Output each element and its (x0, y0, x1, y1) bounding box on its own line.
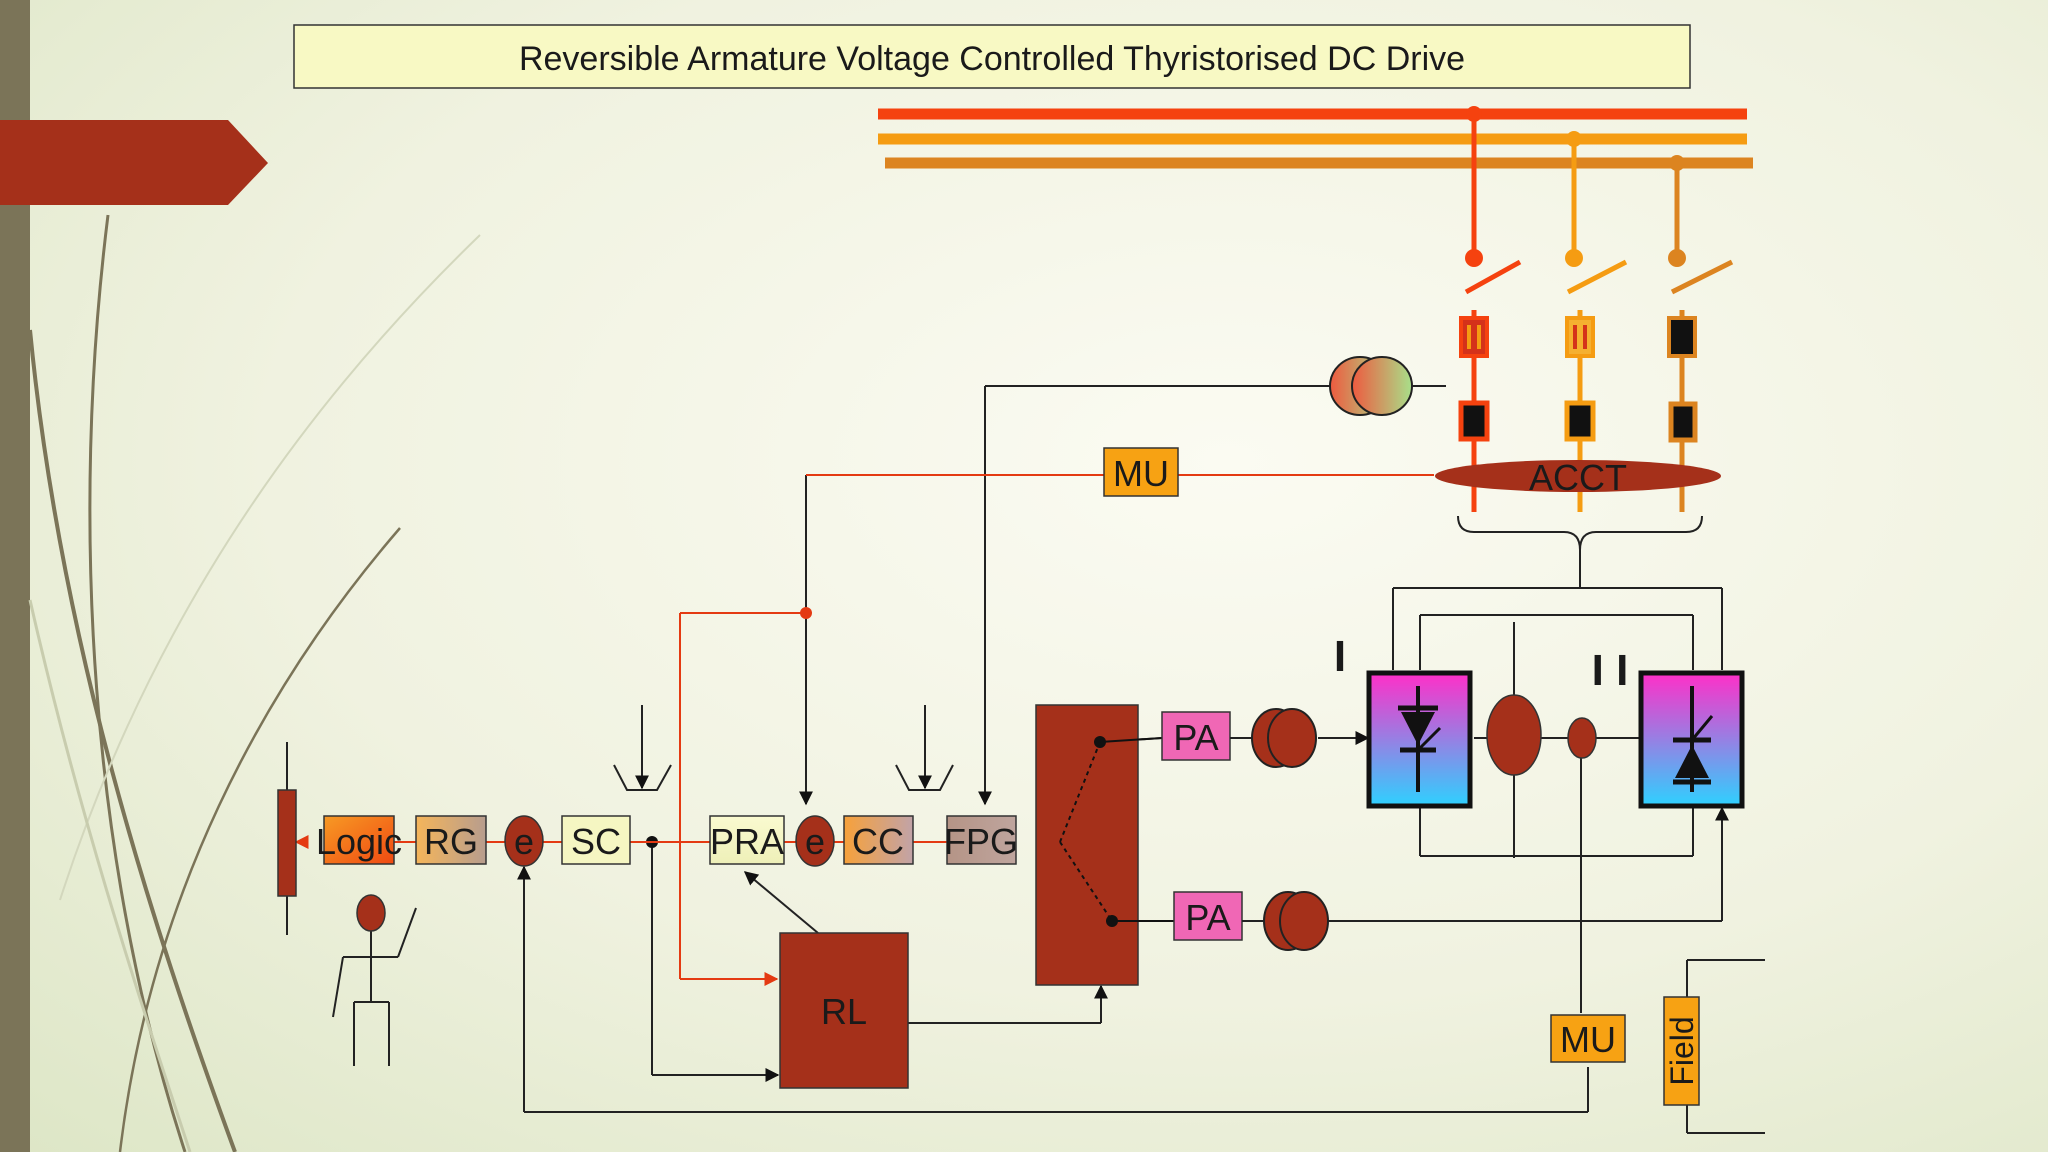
control-wiring (286, 385, 1765, 1134)
acct-brace (1457, 515, 1703, 551)
fpg-label: FPG (944, 821, 1018, 862)
pa-bottom-block (1173, 891, 1243, 941)
pra-block (709, 815, 785, 865)
cc-label: CC (852, 821, 904, 862)
three-phase-supply (878, 106, 1753, 512)
summing-junction-2 (795, 815, 835, 867)
mu-top-block (1103, 447, 1179, 497)
operator-head (356, 894, 386, 932)
acct-label: ACCT (1529, 457, 1627, 498)
cc-block (843, 815, 914, 865)
pulse-transformer-top (1251, 708, 1317, 768)
signal-path (294, 474, 1434, 986)
acct-ellipse (1435, 460, 1721, 492)
bridge-2-label: I I (1592, 646, 1629, 695)
pa-bottom-label: PA (1185, 897, 1230, 938)
pra-label: PRA (710, 821, 784, 862)
rl-label: RL (821, 991, 867, 1032)
changeover-switch-box (1035, 704, 1139, 986)
voltage-sensor (1567, 717, 1597, 759)
summing-junction-1 (504, 815, 544, 867)
summing-junction-2-label: e (805, 821, 825, 862)
title-arrow-ribbon (0, 120, 268, 205)
pulse-transformer-bottom (1263, 891, 1329, 951)
bridge-1-label: I (1334, 632, 1346, 681)
thyristor-bridge-2 (1638, 670, 1745, 809)
sc-label: SC (571, 821, 621, 862)
pa-top-label: PA (1173, 717, 1218, 758)
mu-bottom-label: MU (1560, 1019, 1616, 1060)
rl-block (779, 932, 909, 1089)
rg-label: RG (424, 821, 478, 862)
dc-motor-armature (1486, 694, 1542, 776)
field-label: Field (1664, 1016, 1700, 1085)
title-box (293, 24, 1691, 89)
logic-block (323, 815, 395, 865)
pa-top-block (1161, 711, 1231, 761)
tacho-generator (1329, 356, 1413, 416)
field-block (1663, 996, 1700, 1106)
mu-bottom-block (1550, 1014, 1626, 1063)
summing-junction-1-label: e (514, 821, 534, 862)
sc-block (561, 815, 631, 865)
fpg-block (946, 815, 1017, 865)
thyristor-bridge-1 (1366, 670, 1473, 809)
decorative-swooshes (28, 214, 481, 1152)
reference-potentiometer (277, 789, 297, 897)
diagram-title: Reversible Armature Voltage Controlled T… (519, 40, 1465, 78)
mu-top-label: MU (1113, 453, 1169, 494)
rg-block (415, 815, 487, 865)
logic-label: Logic (316, 821, 402, 862)
